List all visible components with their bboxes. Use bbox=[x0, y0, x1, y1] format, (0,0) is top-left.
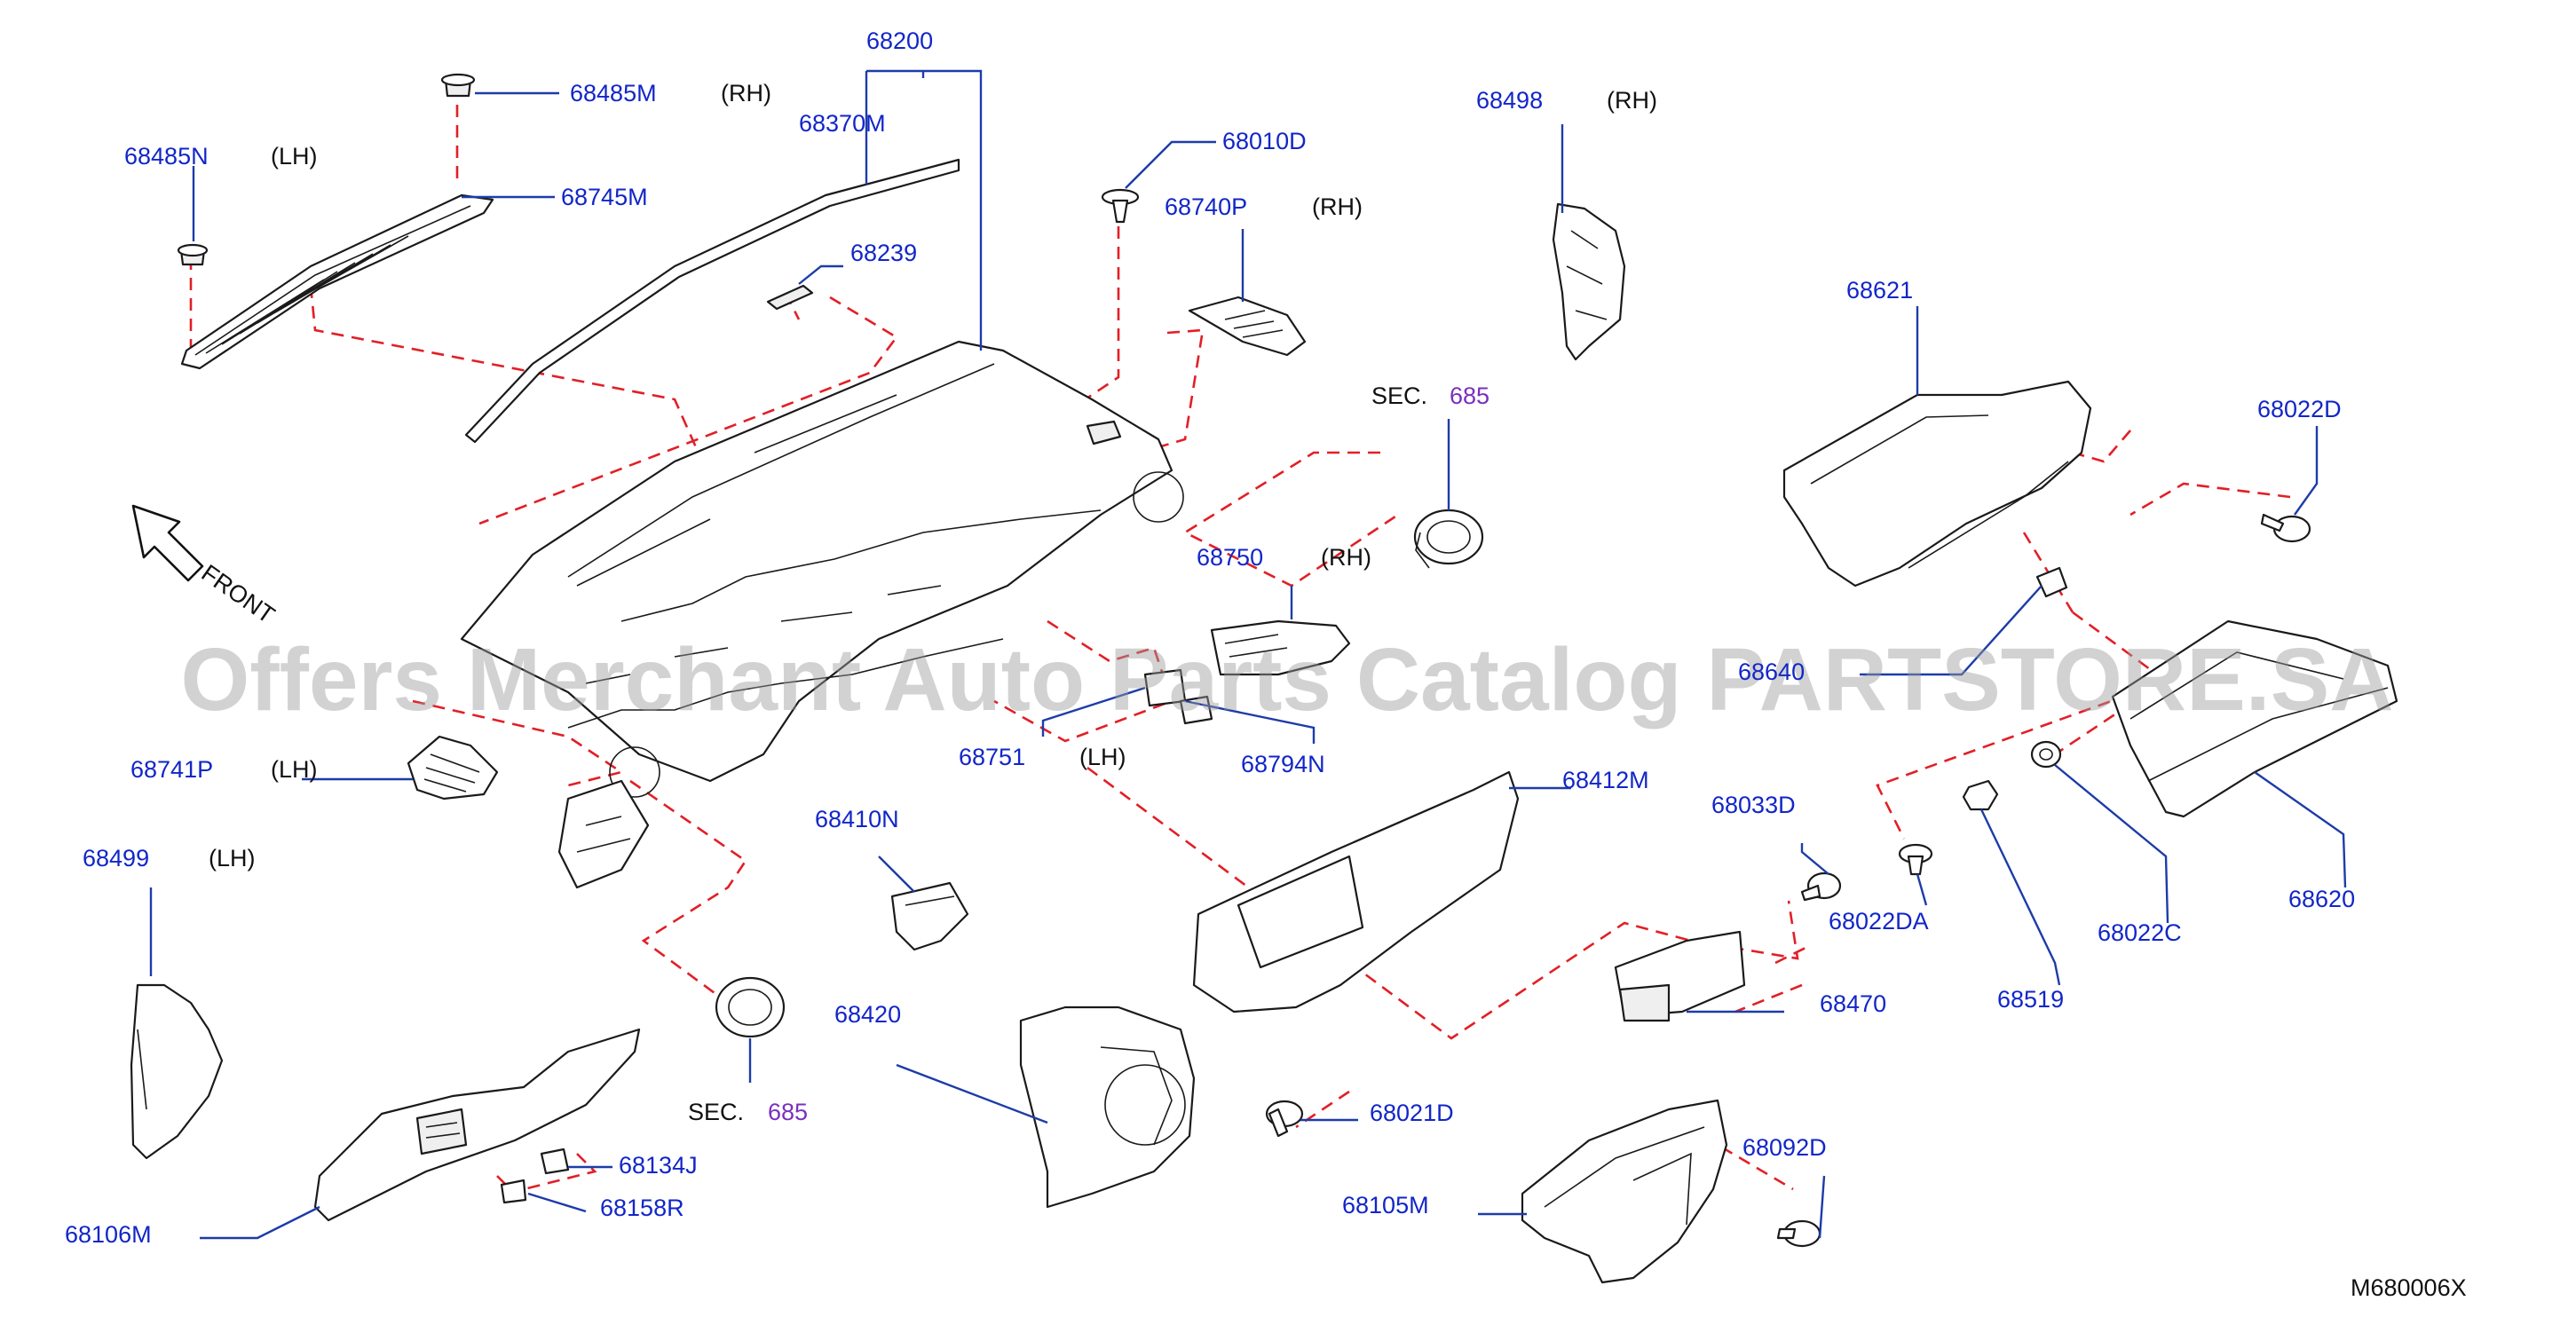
part-label-68620[interactable]: 68620 bbox=[2288, 886, 2355, 912]
part-label-68092d[interactable]: 68092D bbox=[1742, 1134, 1827, 1161]
pocket-68470 bbox=[1614, 930, 1746, 1022]
vent-68741p bbox=[407, 735, 499, 800]
figure-code: M680006X bbox=[2351, 1274, 2467, 1301]
part-label-68412m[interactable]: 68412M bbox=[1562, 767, 1649, 793]
part-label-68485n[interactable]: 68485N bbox=[124, 143, 209, 170]
lh-annotation: (LH) bbox=[1079, 744, 1126, 770]
part-label-68410n[interactable]: 68410N bbox=[815, 806, 899, 832]
screw-68092d bbox=[1776, 1219, 1821, 1248]
lower-panel-68106m bbox=[313, 1028, 641, 1222]
section-number[interactable]: 685 bbox=[768, 1099, 808, 1125]
section-reference-top[interactable]: SEC. 685 bbox=[1371, 382, 1489, 409]
clip-68022da bbox=[1898, 843, 1933, 876]
side-annotations: (RH) (LH) (RH) (RH) (RH) (LH) (LH) (LH) bbox=[209, 80, 1657, 871]
defroster-grille-68745m bbox=[180, 193, 494, 370]
part-label-68740p[interactable]: 68740P bbox=[1165, 193, 1247, 220]
lh-annotation: (LH) bbox=[271, 143, 318, 170]
switch-68750 bbox=[1143, 619, 1351, 725]
part-drawings bbox=[130, 73, 2398, 1284]
vent-68740p bbox=[1188, 296, 1307, 357]
part-label-68640[interactable]: 68640 bbox=[1738, 658, 1805, 685]
leader-lines bbox=[149, 69, 2347, 1240]
rh-annotation: (RH) bbox=[721, 80, 771, 106]
screw-68021d bbox=[1265, 1100, 1304, 1138]
instrument-panel-68200 bbox=[460, 340, 1184, 889]
part-label-68106m[interactable]: 68106M bbox=[65, 1221, 152, 1248]
part-label-68750[interactable]: 68750 bbox=[1197, 544, 1263, 571]
part-labels: 68200 68370M 68485M 68485N 68745M 68239 … bbox=[65, 28, 2355, 1248]
part-label-68105m[interactable]: 68105M bbox=[1342, 1192, 1429, 1218]
part-label-68499[interactable]: 68499 bbox=[83, 845, 149, 871]
clip-68485n bbox=[177, 243, 209, 266]
clip-68158r bbox=[500, 1179, 527, 1204]
glove-box-upper-68621 bbox=[1782, 380, 2092, 588]
clip-68519 bbox=[1962, 779, 1999, 811]
part-label-68022c[interactable]: 68022C bbox=[2098, 919, 2182, 946]
part-label-68022d[interactable]: 68022D bbox=[2257, 396, 2342, 422]
front-label: FRONT bbox=[197, 559, 280, 628]
rh-annotation: (RH) bbox=[1312, 193, 1363, 220]
rh-annotation: (RH) bbox=[1321, 544, 1371, 571]
part-label-68370m[interactable]: 68370M bbox=[799, 110, 886, 137]
part-label-68498[interactable]: 68498 bbox=[1476, 87, 1543, 114]
finisher-68412m bbox=[1192, 770, 1520, 1013]
part-label-68420[interactable]: 68420 bbox=[834, 1001, 901, 1028]
section-number[interactable]: 685 bbox=[1450, 382, 1489, 409]
front-arrow-icon bbox=[131, 504, 204, 582]
duct-68105m bbox=[1521, 1099, 1728, 1284]
section-reference-bottom[interactable]: SEC. 685 bbox=[688, 1099, 808, 1125]
part-label-68134j[interactable]: 68134J bbox=[619, 1152, 698, 1179]
screw-68010d bbox=[1101, 188, 1140, 224]
screw-68033d bbox=[1800, 871, 1842, 902]
part-label-68021d[interactable]: 68021D bbox=[1370, 1100, 1454, 1126]
clip-68022d bbox=[2260, 513, 2311, 543]
bracket-68410n bbox=[890, 881, 969, 951]
lh-annotation: (LH) bbox=[271, 756, 318, 783]
striker-68640 bbox=[2035, 566, 2068, 598]
watermark-text: Offers Merchant Auto Parts Catalog PARTS… bbox=[181, 630, 2394, 729]
part-label-68519[interactable]: 68519 bbox=[1997, 986, 2064, 1013]
section-prefix: SEC. bbox=[1371, 382, 1427, 409]
part-label-68022da[interactable]: 68022DA bbox=[1829, 908, 1929, 935]
side-panel-68499 bbox=[130, 983, 224, 1160]
section-prefix: SEC. bbox=[688, 1099, 744, 1125]
part-label-68621[interactable]: 68621 bbox=[1846, 277, 1913, 304]
part-label-68200[interactable]: 68200 bbox=[866, 28, 933, 54]
lh-annotation: (LH) bbox=[209, 845, 256, 871]
part-label-68033d[interactable]: 68033D bbox=[1711, 792, 1796, 818]
part-label-68158r[interactable]: 68158R bbox=[600, 1195, 684, 1221]
clip-68134j bbox=[540, 1147, 570, 1175]
vent-sec685-top bbox=[1413, 509, 1484, 569]
part-label-68794n[interactable]: 68794N bbox=[1241, 751, 1325, 777]
part-label-68741p[interactable]: 68741P bbox=[130, 756, 213, 783]
part-label-68470[interactable]: 68470 bbox=[1820, 990, 1886, 1017]
rh-annotation: (RH) bbox=[1607, 87, 1657, 114]
front-indicator: FRONT bbox=[131, 504, 280, 628]
part-label-68010d[interactable]: 68010D bbox=[1222, 128, 1307, 154]
part-label-68485m[interactable]: 68485M bbox=[570, 80, 657, 106]
part-label-68751[interactable]: 68751 bbox=[959, 744, 1025, 770]
glove-box-lid-68620 bbox=[2111, 619, 2398, 818]
meter-hood-68420 bbox=[1019, 1005, 1196, 1209]
weatherstrip-68370m bbox=[464, 158, 960, 444]
vent-sec685-bottom bbox=[715, 976, 786, 1038]
part-label-68239[interactable]: 68239 bbox=[850, 240, 917, 266]
clip-68485m bbox=[440, 73, 476, 98]
side-panel-68498 bbox=[1552, 202, 1626, 361]
pad-68239 bbox=[766, 284, 814, 311]
part-label-68745m[interactable]: 68745M bbox=[561, 184, 648, 210]
washer-68022c bbox=[2030, 740, 2062, 769]
